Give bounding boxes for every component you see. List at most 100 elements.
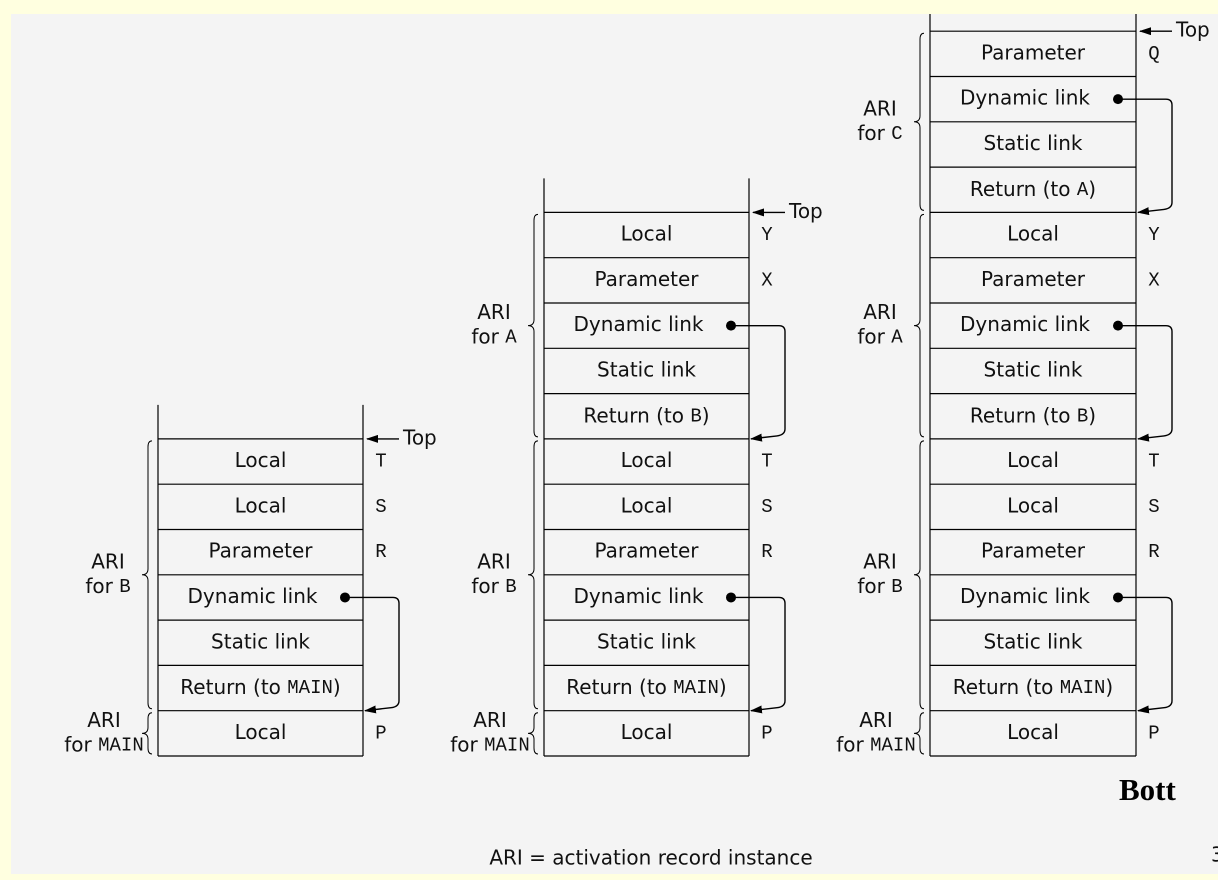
cell-label: Return (to MAIN) <box>566 675 726 700</box>
ari-for-label: for MAIN <box>64 732 143 757</box>
dynamic-link-arrow <box>735 596 786 714</box>
procedure-name: C <box>891 123 902 145</box>
ari-for-label: for MAIN <box>836 732 915 757</box>
dynamic-link-dot <box>1113 94 1123 105</box>
cell-label: Static link <box>597 629 696 653</box>
procedure-name: MAIN <box>98 734 144 756</box>
return-target: MAIN <box>1060 677 1106 699</box>
cell-label: Return (to A) <box>970 176 1096 201</box>
dynamic-link-dot <box>1113 592 1123 603</box>
ari-for-label: for MAIN <box>450 732 529 757</box>
cell-label: Local <box>1007 448 1059 472</box>
cell-label: Parameter <box>981 40 1086 64</box>
ari-label: ARI <box>859 708 892 732</box>
ari-label: ARI <box>477 549 510 573</box>
ari-for-label: for A <box>857 324 903 349</box>
dynamic-link-arrow <box>735 324 786 442</box>
frame-brace <box>913 440 925 710</box>
cell-label-text: Return (to <box>970 403 1077 427</box>
cell-label: Parameter <box>594 539 699 563</box>
cell-label: Return (to B) <box>970 403 1096 428</box>
return-target: B <box>1077 405 1088 427</box>
for-word: for <box>85 573 119 597</box>
ari-for-label: for B <box>471 573 516 598</box>
cell-label: Local <box>1007 720 1059 744</box>
cell-label: Dynamic link <box>960 312 1090 336</box>
return-target: MAIN <box>673 677 719 699</box>
frame-brace <box>527 712 539 755</box>
cell-label-close: ) <box>719 675 727 699</box>
cell-label: Static link <box>597 357 696 381</box>
cell-label: Local <box>235 720 287 744</box>
procedure-name: A <box>505 327 517 349</box>
ari-for-label: for B <box>85 573 130 598</box>
variable-name: S <box>375 496 386 518</box>
for-word: for <box>836 732 870 756</box>
cell-label: Local <box>621 222 673 246</box>
cell-label: Local <box>1007 493 1059 517</box>
procedure-name: MAIN <box>484 734 530 756</box>
variable-name: S <box>761 496 772 518</box>
page-number: 3 <box>1211 843 1218 867</box>
for-word: for <box>857 573 891 597</box>
frame-brace <box>913 32 925 211</box>
cell-label: Local <box>621 448 673 472</box>
cell-label-close: ) <box>1088 403 1096 427</box>
cell-label: Static link <box>984 629 1083 653</box>
variable-name: R <box>761 541 772 563</box>
variable-name: P <box>375 722 386 744</box>
variable-name: Q <box>1148 43 1159 65</box>
cell-label: Dynamic link <box>188 584 318 608</box>
dynamic-link-dot <box>1113 320 1123 331</box>
variable-name: P <box>761 722 772 744</box>
dynamic-link-arrow <box>1122 98 1173 216</box>
dynamic-link-arrow <box>1122 324 1173 442</box>
variable-name: Y <box>761 224 773 246</box>
ari-for-label: for C <box>857 120 902 145</box>
dynamic-link-dot <box>340 592 350 603</box>
frame-brace <box>527 213 539 438</box>
frame-brace <box>527 440 539 710</box>
variable-name: S <box>1148 496 1159 518</box>
ari-label: ARI <box>91 549 124 573</box>
footer-note: ARI = activation record instance <box>489 846 812 870</box>
cell-label-close: ) <box>333 675 341 699</box>
cell-label: Parameter <box>208 539 313 563</box>
cell-label: Parameter <box>594 267 699 291</box>
return-target: MAIN <box>287 677 333 699</box>
cell-label: Local <box>235 493 287 517</box>
cell-label-close: ) <box>702 403 710 427</box>
cell-label-text: Return (to <box>583 403 690 427</box>
cell-label-text: Return (to <box>970 176 1077 200</box>
variable-name: Y <box>1148 224 1160 246</box>
frame-brace <box>141 440 153 710</box>
ari-for-label: for B <box>857 573 902 598</box>
procedure-name: B <box>119 576 130 598</box>
cell-label: Local <box>621 493 673 517</box>
bottom-label: Bott <box>1119 772 1177 807</box>
dynamic-link-arrow <box>1122 596 1173 714</box>
dynamic-link-dot <box>726 320 736 331</box>
cell-label: Return (to MAIN) <box>953 675 1113 700</box>
dynamic-link-dot <box>726 592 736 603</box>
procedure-name: B <box>891 576 902 598</box>
top-label: Top <box>788 199 823 223</box>
return-target: B <box>690 405 701 427</box>
cell-label: Local <box>621 720 673 744</box>
cell-label-text: Return (to <box>953 675 1060 699</box>
cell-label: Static link <box>984 357 1083 381</box>
cell-label-text: Return (to <box>566 675 673 699</box>
frame-brace <box>141 712 153 755</box>
ari-label: ARI <box>863 300 896 324</box>
cell-label: Dynamic link <box>960 584 1090 608</box>
cell-label-close: ) <box>1105 675 1113 699</box>
cell-label: Static link <box>984 131 1083 155</box>
cell-label: Dynamic link <box>574 312 704 336</box>
for-word: for <box>857 324 891 348</box>
for-word: for <box>471 324 505 348</box>
for-word: for <box>450 732 484 756</box>
cell-label-close: ) <box>1088 176 1096 200</box>
cell-label: Parameter <box>981 539 1086 563</box>
